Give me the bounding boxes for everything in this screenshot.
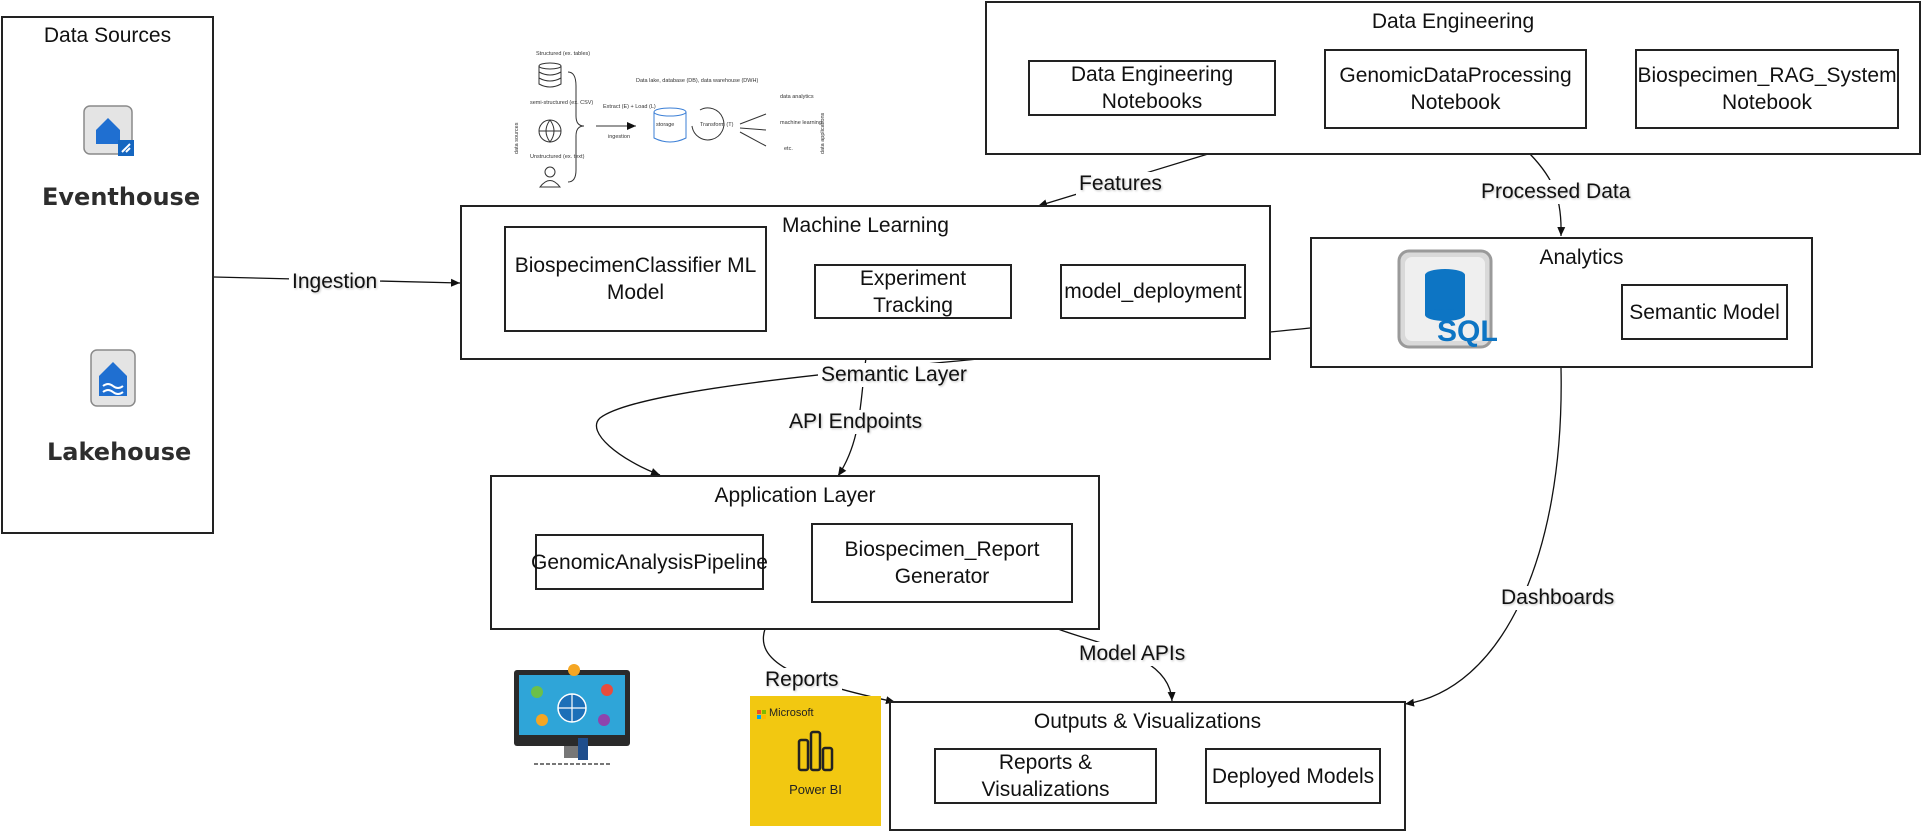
data-engineering-panel: Data Engineering Data Engineering Notebo…	[985, 1, 1921, 155]
power-bi-tile: Microsoft Power BI	[750, 696, 881, 826]
data-sources-panel: Data Sources Eventhouse Lakehouse	[1, 16, 214, 534]
experiment-tracking-card[interactable]: Experiment Tracking	[814, 264, 1012, 319]
etl-sources-axis: data sources	[514, 122, 520, 154]
etl-structured: Structured (ex. tables)	[536, 51, 590, 57]
microsoft-logo-icon	[757, 710, 766, 719]
data-sources-title: Data Sources	[43, 24, 172, 47]
application-layer-title: Application Layer	[714, 484, 876, 507]
model-apis-edge-label: Model APIs	[1076, 642, 1189, 666]
processed-data-edge-label: Processed Data	[1478, 180, 1634, 204]
machine-learning-title: Machine Learning	[782, 214, 949, 237]
model-deployment-card[interactable]: model_deployment	[1060, 264, 1246, 319]
power-bi-label: Power BI	[789, 782, 842, 797]
eventhouse-label: Eventhouse	[42, 183, 201, 211]
etl-ml: machine learning	[780, 120, 822, 126]
outputs-visualizations-title: Outputs & Visualizations	[1033, 710, 1262, 733]
power-bi-icon	[795, 728, 839, 779]
data-engineering-title: Data Engineering	[1371, 10, 1535, 33]
etl-lake: Data lake, database (DB), data warehouse…	[636, 78, 758, 84]
semantic-model-card[interactable]: Semantic Model	[1621, 284, 1788, 340]
dashboards-connector	[1404, 367, 1562, 707]
machine-learning-panel: Machine Learning BiospecimenClassifier M…	[460, 205, 1271, 360]
etl-unstructured: Unstructured (ex. text)	[530, 154, 585, 160]
etl-transform: Transform (T)	[700, 122, 734, 128]
etl-pipeline-figure: data sources Structured (ex. tables) sem…	[514, 51, 826, 188]
application-layer-panel: Application Layer GenomicAnalysisPipelin…	[490, 475, 1100, 630]
reports-edge-label: Reports	[762, 668, 842, 692]
features-edge-label: Features	[1076, 172, 1165, 196]
data-engineering-notebooks-card[interactable]: Data Engineering Notebooks	[1028, 60, 1276, 116]
microsoft-wordmark: Microsoft	[769, 707, 814, 719]
etl-analytics: data analytics	[780, 94, 814, 100]
genomic-data-processing-notebook-card[interactable]: GenomicDataProcessing Notebook	[1324, 49, 1587, 129]
eventhouse-icon	[82, 104, 138, 165]
etl-semi: semi-structured (ex. CSV)	[530, 100, 593, 106]
analytics-title: Analytics	[1539, 246, 1624, 269]
lakehouse-label: Lakehouse	[47, 438, 192, 466]
biospecimen-report-generator-card[interactable]: Biospecimen_Report Generator	[811, 523, 1073, 603]
biospecimen-classifier-model-card[interactable]: BiospecimenClassifier ML Model	[504, 226, 767, 332]
etl-ingestion: ingestion	[608, 134, 630, 140]
sql-database-icon: SQL	[1397, 249, 1499, 358]
semantic-layer-edge-label: Semantic Layer	[818, 363, 970, 387]
etl-apps-axis: data applications	[820, 112, 826, 154]
etl-storage: storage	[656, 122, 674, 128]
etl-extract: Extract (E) + Load (L)	[603, 104, 656, 110]
reports-visualizations-card[interactable]: Reports & Visualizations	[934, 748, 1157, 804]
desktop-monitor-icon	[512, 662, 632, 773]
deployed-models-card[interactable]: Deployed Models	[1205, 748, 1381, 804]
sql-label: SQL	[1437, 315, 1497, 348]
lakehouse-icon	[89, 348, 139, 415]
api-endpoints-edge-label: API Endpoints	[786, 410, 926, 434]
ingestion-edge-label: Ingestion	[289, 270, 381, 294]
analytics-panel: Analytics SQL Semantic Model	[1310, 237, 1813, 368]
biospecimen-rag-system-notebook-card[interactable]: Biospecimen_RAG_System Notebook	[1635, 49, 1899, 129]
outputs-visualizations-panel: Outputs & Visualizations Reports & Visua…	[889, 701, 1406, 831]
etl-etc: etc.	[784, 146, 793, 152]
dashboards-edge-label: Dashboards	[1498, 586, 1618, 610]
genomic-analysis-pipeline-card[interactable]: GenomicAnalysisPipeline	[531, 534, 768, 590]
